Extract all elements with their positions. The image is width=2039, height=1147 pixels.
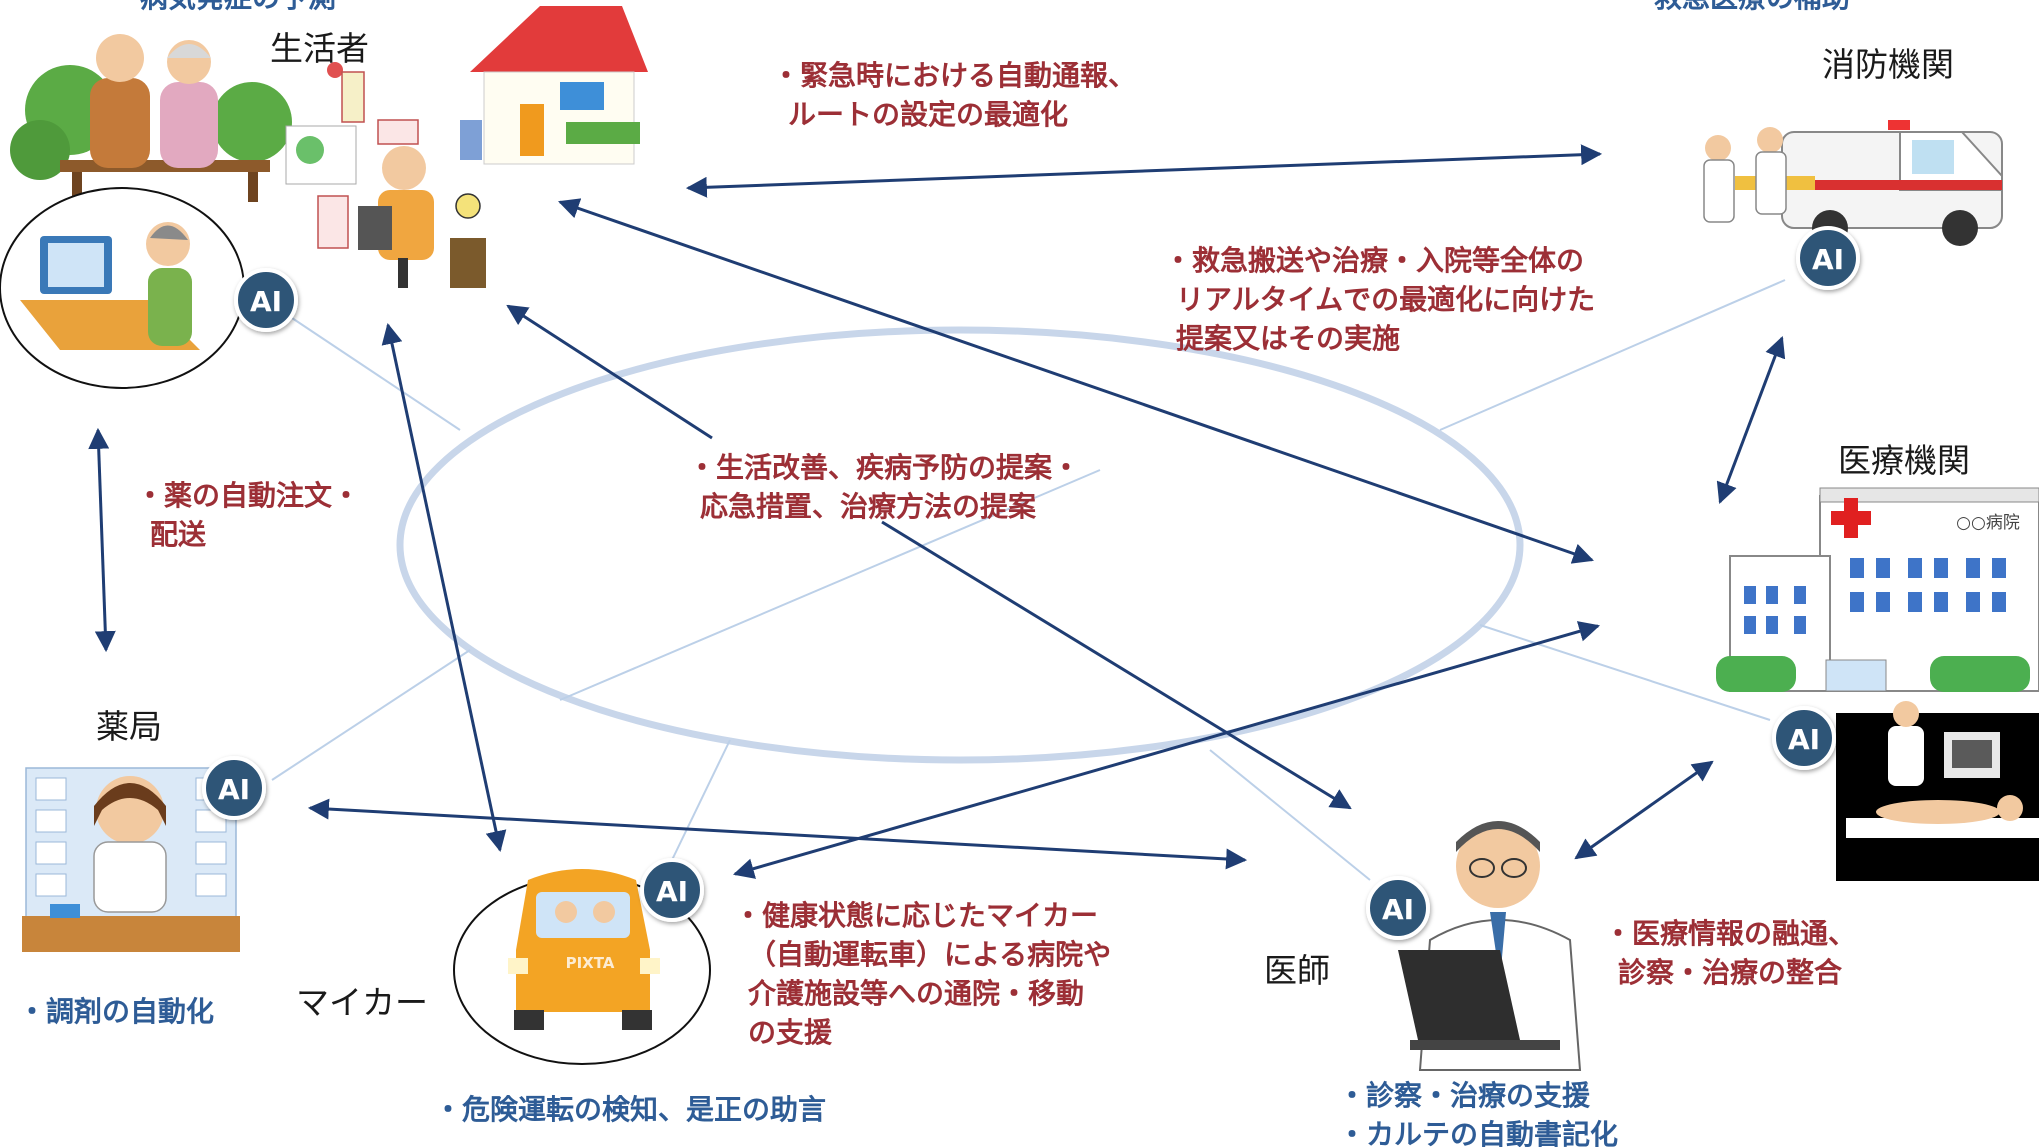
ai-badge-yakkyoku: AI bbox=[202, 756, 266, 820]
entity-label-ishi: 医師 bbox=[1264, 951, 1330, 990]
hospital-building-illustration bbox=[1716, 487, 2039, 692]
relation-car-line-2: （自動運転車）による病院や bbox=[748, 938, 1112, 971]
arrow-fire-hospital bbox=[1716, 336, 1786, 504]
relation-emergency-line-1: ・緊急時における自動通報、 bbox=[772, 59, 1137, 92]
svg-text:AI: AI bbox=[250, 285, 282, 318]
mycar-illustration bbox=[453, 869, 711, 1065]
relation-medicine-line-2: 配送 bbox=[150, 518, 207, 551]
svg-text:AI: AI bbox=[1788, 723, 1820, 756]
seikatsusha-computer-illustration bbox=[0, 187, 245, 389]
entity-label-mycar: マイカー bbox=[296, 983, 428, 1022]
relation-lifestyle-line-1: ・生活改善、疾病予防の提案・ bbox=[688, 451, 1081, 484]
entity-label-seikatsusha: 生活者 bbox=[270, 29, 369, 68]
relation-transport-line-1: ・救急搬送や治療・入院等全体の bbox=[1164, 244, 1585, 277]
relation-transport-optimization: ・救急搬送や治療・入院等全体の リアルタイムでの最適化に向けた 提案又はその実施 bbox=[1164, 241, 1595, 358]
function-doctor-support: ・診察・治療の支援 ・カルテの自動書記化 bbox=[1338, 1076, 1618, 1147]
arrow-pharmacy-doctor bbox=[307, 798, 1248, 870]
ai-badge-ishi: AI bbox=[1366, 876, 1430, 940]
top-left-cut-label: 病気発症の予測 bbox=[140, 0, 336, 17]
relation-transport-line-2: リアルタイムでの最適化に向けた bbox=[1176, 283, 1596, 316]
health-check-illustration bbox=[285, 62, 486, 288]
arrow-home-hospital bbox=[558, 198, 1594, 564]
relation-medinfo-line-2: 診察・治療の整合 bbox=[1618, 956, 1843, 989]
function-doctor-line-1: ・診察・治療の支援 bbox=[1338, 1079, 1591, 1112]
arrow-seikatsu-pharmacy bbox=[88, 427, 116, 653]
elderly-couple-illustration bbox=[10, 34, 292, 202]
house-illustration bbox=[460, 6, 648, 165]
ai-badge-seikatsusha: AI bbox=[234, 268, 298, 332]
relation-medical-info: ・医療情報の融通、 診察・治療の整合 bbox=[1604, 914, 1856, 992]
entity-label-shobo: 消防機関 bbox=[1822, 45, 1954, 84]
relation-lifestyle-proposal: ・生活改善、疾病予防の提案・ 応急措置、治療方法の提案 bbox=[688, 448, 1080, 526]
top-right-cut-label: 救急医療の補助 bbox=[1654, 0, 1850, 17]
relation-car-support: ・健康状態に応じたマイカー （自動運転車）による病院や 介護施設等への通院・移動… bbox=[734, 896, 1111, 1052]
relation-emergency-line-2: ルートの設定の最適化 bbox=[788, 98, 1069, 131]
ai-badge-iryo: AI bbox=[1772, 706, 1836, 770]
function-doctor-line-2: ・カルテの自動書記化 bbox=[1338, 1118, 1619, 1147]
function-danger-driving: ・危険運転の検知、是正の助言 bbox=[434, 1093, 827, 1126]
relation-arrows bbox=[88, 144, 1786, 879]
arrow-home-fire bbox=[685, 144, 1603, 198]
relation-medicine-line-1: ・薬の自動注文・ bbox=[136, 479, 361, 512]
ultrasound-exam-illustration bbox=[1836, 701, 2039, 881]
hospital-sign: ○○病院 bbox=[1956, 513, 2020, 533]
relation-medicine-order: ・薬の自動注文・ 配送 bbox=[136, 476, 360, 554]
relation-emergency-call: ・緊急時における自動通報、 ルートの設定の最適化 bbox=[772, 56, 1136, 134]
entity-label-iryo: 医療機関 bbox=[1838, 441, 1970, 480]
ai-badge-shobo: AI bbox=[1796, 226, 1860, 290]
relation-car-line-3: 介護施設等への通院・移動 bbox=[748, 977, 1085, 1010]
relation-lifestyle-line-2: 応急措置、治療方法の提案 bbox=[700, 490, 1037, 523]
relation-car-line-4: の支援 bbox=[748, 1016, 833, 1049]
relation-car-line-1: ・健康状態に応じたマイカー bbox=[734, 899, 1099, 932]
arrow-lifestyle-home bbox=[506, 304, 713, 440]
function-dispensing: ・調剤の自動化 bbox=[18, 995, 215, 1028]
ai-badge-mycar: AI bbox=[640, 858, 704, 922]
arrow-doctor-hospital bbox=[1574, 760, 1714, 860]
relation-transport-line-3: 提案又はその実施 bbox=[1176, 322, 1401, 355]
doctor-illustration bbox=[1398, 821, 1582, 1071]
car-watermark: PIXTA bbox=[566, 954, 615, 972]
ambulance-illustration bbox=[1703, 120, 2003, 246]
svg-text:AI: AI bbox=[1382, 893, 1414, 926]
svg-text:AI: AI bbox=[656, 875, 688, 908]
arrow-car-hospital bbox=[732, 621, 1601, 879]
svg-text:AI: AI bbox=[1812, 243, 1844, 276]
svg-text:AI: AI bbox=[218, 773, 250, 806]
arrow-home-car bbox=[381, 322, 507, 853]
entity-label-yakkyoku: 薬局 bbox=[96, 707, 162, 746]
relation-medinfo-line-1: ・医療情報の融通、 bbox=[1604, 917, 1857, 950]
